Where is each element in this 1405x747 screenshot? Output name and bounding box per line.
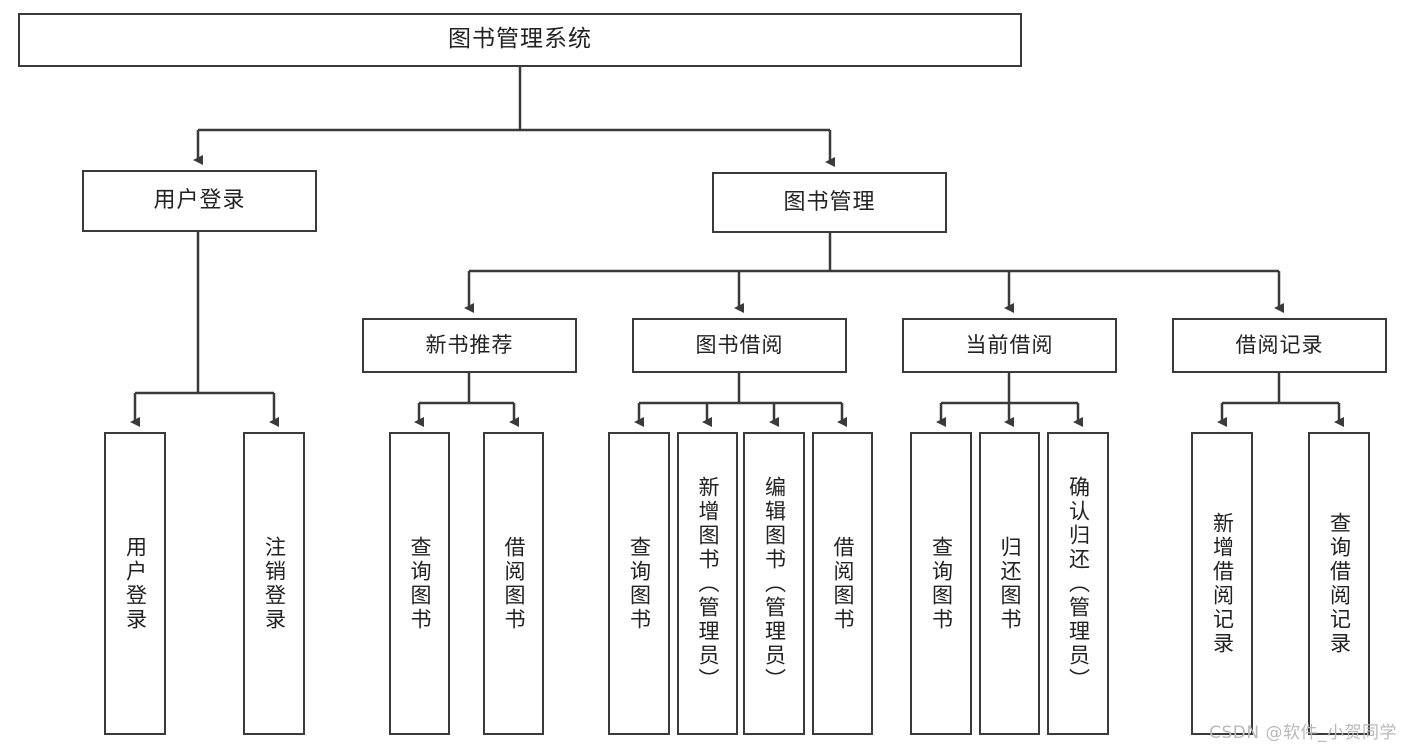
leaf-search-book-borrow-label: 查询图书 xyxy=(627,535,652,632)
node-new-book-recommend-label: 新书推荐 xyxy=(425,333,514,358)
node-borrow-record-label: 借阅记录 xyxy=(1235,333,1324,358)
leaf-add-borrow-record-label: 新增借阅记录 xyxy=(1210,511,1235,656)
node-root-label: 图书管理系统 xyxy=(448,26,592,53)
node-current-borrow-label: 当前借阅 xyxy=(965,333,1054,358)
leaf-logout-label: 注销登录 xyxy=(262,535,287,632)
leaf-borrow-book-borrow[interactable]: 借阅图书 xyxy=(812,432,873,735)
watermark-text: CSDN @软件_小贺同学 xyxy=(1209,723,1397,743)
node-current-borrow[interactable]: 当前借阅 xyxy=(902,318,1117,373)
leaf-return-book-label: 归还图书 xyxy=(998,535,1022,632)
node-book-management-label: 图书管理 xyxy=(783,189,876,215)
leaf-return-book[interactable]: 归还图书 xyxy=(979,432,1040,735)
leaf-search-book-newbook-label: 查询图书 xyxy=(408,535,432,632)
leaf-search-book-newbook[interactable]: 查询图书 xyxy=(389,432,450,735)
leaf-borrow-book-borrow-label: 借阅图书 xyxy=(831,535,855,632)
leaf-search-book-current[interactable]: 查询图书 xyxy=(910,432,972,735)
leaf-confirm-return-admin-label: 确认归还（管理员） xyxy=(1066,475,1091,692)
node-root[interactable]: 图书管理系统 xyxy=(18,13,1022,67)
leaf-user-login[interactable]: 用户登录 xyxy=(104,432,166,735)
leaf-borrow-book-newbook[interactable]: 借阅图书 xyxy=(483,432,544,735)
leaf-user-login-label: 用户登录 xyxy=(123,535,148,632)
leaf-search-borrow-record-label: 查询借阅记录 xyxy=(1327,511,1352,656)
leaf-edit-book-admin-label: 编辑图书（管理员） xyxy=(762,475,787,692)
node-book-borrow-label: 图书借阅 xyxy=(695,333,784,358)
node-borrow-record[interactable]: 借阅记录 xyxy=(1172,318,1387,373)
leaf-edit-book-admin[interactable]: 编辑图书（管理员） xyxy=(743,432,805,735)
leaf-borrow-book-newbook-label: 借阅图书 xyxy=(502,535,526,632)
leaf-add-borrow-record[interactable]: 新增借阅记录 xyxy=(1191,432,1253,735)
node-user-login[interactable]: 用户登录 xyxy=(82,170,317,232)
leaf-logout[interactable]: 注销登录 xyxy=(243,432,305,735)
leaf-add-book-admin-label: 新增图书（管理员） xyxy=(696,475,720,692)
node-book-management[interactable]: 图书管理 xyxy=(712,172,947,233)
leaf-search-book-current-label: 查询图书 xyxy=(929,535,954,632)
node-user-login-label: 用户登录 xyxy=(153,188,246,214)
node-new-book-recommend[interactable]: 新书推荐 xyxy=(362,318,577,373)
leaf-search-borrow-record[interactable]: 查询借阅记录 xyxy=(1308,432,1370,735)
leaf-add-book-admin[interactable]: 新增图书（管理员） xyxy=(677,432,738,735)
leaf-confirm-return-admin[interactable]: 确认归还（管理员） xyxy=(1047,432,1109,735)
leaf-search-book-borrow[interactable]: 查询图书 xyxy=(608,432,670,735)
node-book-borrow[interactable]: 图书借阅 xyxy=(632,318,847,373)
